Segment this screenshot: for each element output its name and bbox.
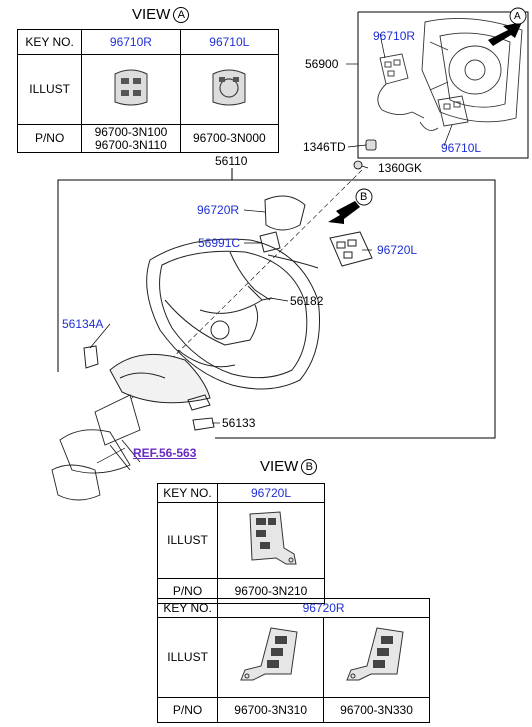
view-a-arrow	[488, 22, 522, 46]
view-b2-key-96720R: 96720R	[217, 598, 430, 618]
ref-56-563-link[interactable]: REF.56-563	[133, 446, 197, 460]
view-b2-pno-header: P/NO	[156, 697, 219, 723]
view-b-table-96720R: KEY NO. 96720R ILLUST P/NO 96700-3	[156, 598, 430, 723]
switch-96710L-illustration	[212, 69, 246, 106]
view-a-table: KEY NO. 96710R 96710L ILLUST P/NO	[16, 29, 280, 153]
label-56182: 56182	[290, 294, 324, 308]
view-a-illust-96710L	[179, 54, 280, 125]
switch-96710R-illustration	[114, 69, 148, 106]
view-b2-illust-96700-3N330	[323, 617, 430, 698]
label-56134A: 56134A	[62, 317, 104, 331]
view-b1-illust-header: ILLUST	[157, 502, 218, 579]
view-b1-key-96720L: 96720L	[216, 483, 326, 503]
label-56110: 56110	[215, 154, 248, 168]
view-a-illust-96710R	[81, 54, 181, 125]
airbag-inset-frame	[357, 11, 529, 159]
label-view-b-marker: B	[360, 191, 368, 203]
label-56991C: 56991C	[198, 236, 241, 250]
steering-column-drawing	[51, 394, 141, 501]
label-96710R-inset: 96710R	[373, 29, 416, 43]
label-view-a-marker-inset: A	[514, 11, 521, 22]
label-1360GK: 1360GK	[378, 161, 423, 175]
view-b1-key-header: KEY NO.	[157, 483, 218, 503]
view-a-pno-96710R: 96700-3N100 96700-3N110	[81, 124, 181, 153]
view-a-marker: A	[173, 7, 190, 23]
view-a-key-96710R: 96710R	[81, 29, 181, 55]
view-b1-illust-96720L	[216, 502, 326, 579]
label-96720L: 96720L	[377, 243, 418, 257]
label-56900: 56900	[305, 57, 339, 71]
label-96710L-inset: 96710L	[441, 141, 482, 155]
steering-wheel-assembly-frame	[57, 168, 496, 439]
label-1346TD: 1346TD	[303, 140, 346, 154]
label-56133: 56133	[222, 416, 256, 430]
steering-wheel-drawing	[83, 195, 373, 431]
view-b-arrow	[328, 201, 360, 224]
view-a-key-header: KEY NO.	[16, 29, 83, 55]
view-a-pno-96710R-line1: 96700-3N100	[94, 124, 168, 139]
view-b2-illust-header: ILLUST	[156, 617, 219, 698]
airbag-module-drawing	[377, 18, 523, 131]
view-b2-pno-96700-3N330: 96700-3N330	[323, 697, 430, 723]
switch-96720L-illustration	[249, 511, 297, 565]
view-b2-illust-96700-3N310	[217, 617, 325, 698]
view-a-key-96710L: 96710L	[179, 29, 280, 55]
switch-96720R-3N330-illustration	[345, 627, 404, 681]
view-b2-pno-96700-3N310: 96700-3N310	[217, 697, 325, 723]
view-b-title-text: VIEW	[260, 458, 299, 475]
view-a-pno-96710R-line2: 96700-3N110	[95, 137, 167, 152]
view-b2-key-header: KEY NO.	[156, 598, 219, 618]
leader-lines	[89, 33, 453, 464]
label-96720R: 96720R	[197, 203, 240, 217]
view-a-illust-header: ILLUST	[16, 54, 83, 125]
fastener-drawings	[353, 139, 377, 170]
switch-96720R-3N310-illustration	[239, 627, 298, 681]
view-a-pno-96710L: 96700-3N000	[179, 124, 280, 153]
view-b-table-96720L: KEY NO. 96720L ILLUST P/NO 96700-3N210	[157, 483, 326, 604]
view-a-title-text: VIEW	[132, 6, 171, 23]
view-a-pno-header: P/NO	[16, 124, 83, 153]
view-b-marker: B	[301, 459, 318, 475]
